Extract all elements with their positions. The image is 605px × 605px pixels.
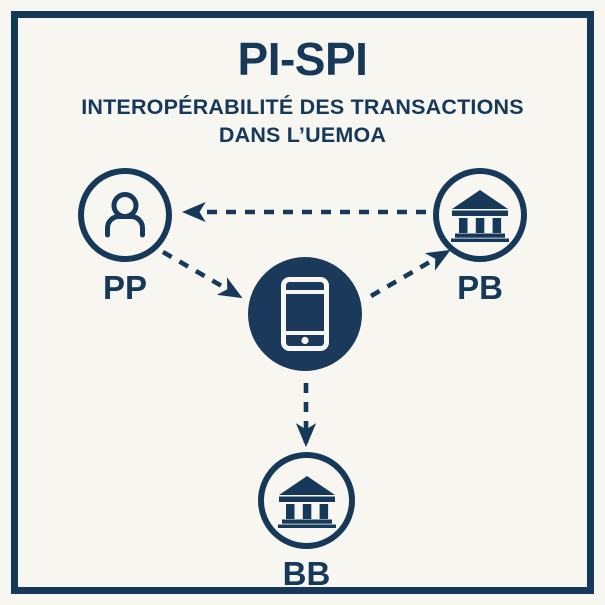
title-block: PI-SPI INTEROPÉRABILITÉ DES TRANSACTIONS… xyxy=(0,36,605,149)
page-title: PI-SPI xyxy=(237,33,368,85)
node-pp[interactable]: PP xyxy=(78,168,172,304)
node-pp-label: PP xyxy=(102,269,148,306)
node-bb-label: BB xyxy=(282,555,331,592)
node-bb[interactable]: BB xyxy=(258,452,355,590)
edge-pp-to-hub xyxy=(161,250,243,299)
subtitle-line-2: DANS L’UEMOA xyxy=(218,122,387,147)
node-pp-circle[interactable] xyxy=(78,168,172,262)
person-icon xyxy=(105,192,145,238)
bank-icon xyxy=(277,475,336,528)
node-bb-circle[interactable] xyxy=(258,452,355,549)
node-pb[interactable]: PB xyxy=(433,168,527,304)
node-hub[interactable] xyxy=(248,257,362,371)
node-pb-label: PB xyxy=(457,269,503,306)
node-hub-circle[interactable] xyxy=(248,257,362,371)
bank-icon xyxy=(451,190,509,242)
node-pb-circle[interactable] xyxy=(433,168,527,262)
edge-hub-to-pb xyxy=(369,249,451,298)
subtitle-line-1: INTEROPÉRABILITÉ DES TRANSACTIONS xyxy=(81,95,524,119)
page-subtitle: INTEROPÉRABILITÉ DES TRANSACTIONS DANS L… xyxy=(0,94,605,149)
smartphone-icon xyxy=(281,277,329,351)
